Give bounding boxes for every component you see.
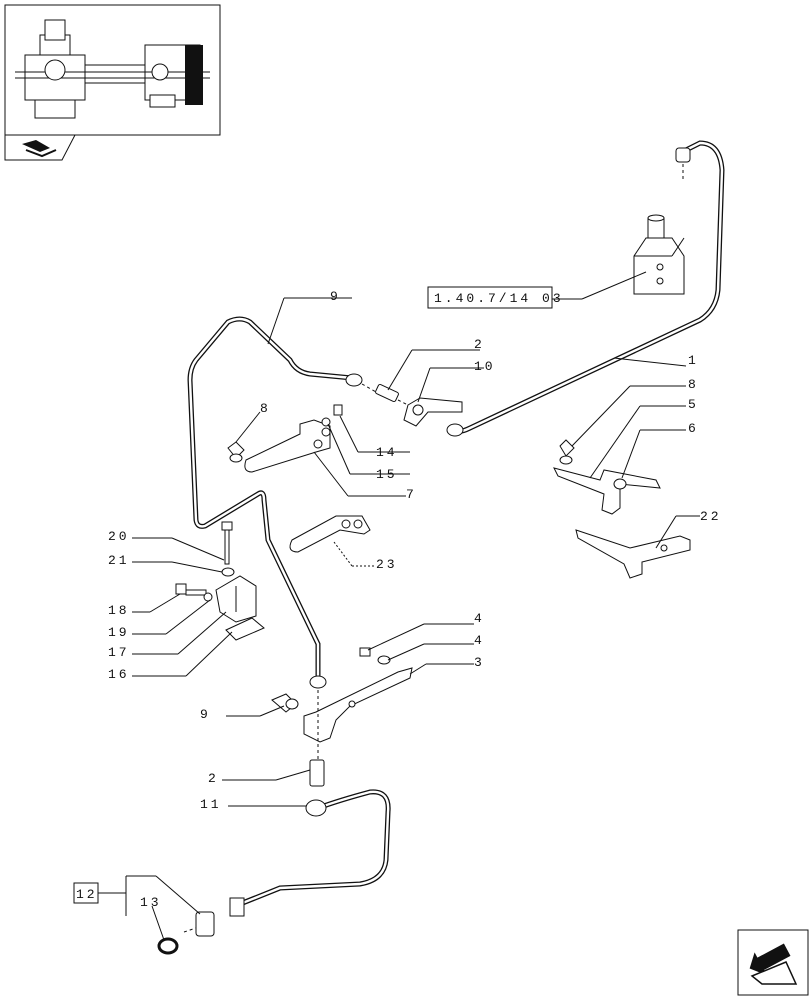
pipe-fitting-upper [345, 373, 411, 407]
callout-7: 6 [688, 421, 699, 436]
pipe-fitting-top [675, 147, 691, 180]
callout-2-upper: 2 [474, 337, 485, 352]
clip-8-left [227, 441, 245, 463]
pipe-end-lower [309, 675, 327, 760]
callout-5: 4 [474, 633, 485, 648]
book-arrow-icon[interactable] [4, 134, 76, 161]
callout-25: 23 [376, 557, 398, 572]
axle-assembly-thumbnail-icon[interactable] [4, 4, 221, 136]
fitting-2-lower [309, 759, 325, 787]
clip-10 [271, 693, 299, 713]
reference-box[interactable]: 1.40.7/14 03 [427, 271, 647, 309]
valve-block [633, 214, 685, 295]
bracket-3 [303, 667, 413, 743]
bolt-4 [359, 647, 371, 657]
callout-17: 15 [376, 467, 398, 482]
callout-21: 19 [108, 625, 130, 640]
next-page-arrow-icon[interactable] [737, 929, 809, 996]
callout-15: 13 [140, 895, 162, 910]
reference-text: 1.40.7/14 03 [434, 291, 564, 306]
clamp-19-18 [215, 575, 265, 641]
callout-24: 22 [700, 509, 722, 524]
bracket-24 [575, 529, 691, 579]
callout-20: 18 [108, 603, 130, 618]
bolt-22 [221, 521, 233, 565]
callout-1: 1 [688, 353, 699, 368]
callout-11: 9 [330, 289, 341, 304]
callout-14-box[interactable]: 12 [73, 882, 99, 904]
callout-4: 4 [474, 611, 485, 626]
callout-19: 17 [108, 645, 130, 660]
washer-23 [221, 567, 235, 577]
callout-2-lower: 2 [208, 771, 219, 786]
callout-23: 21 [108, 553, 130, 568]
callout-16: 14 [376, 445, 398, 460]
bracket-12 [403, 397, 464, 437]
callout-10: 9 [200, 707, 211, 722]
bracket-6 [553, 439, 661, 515]
callout-22: 20 [108, 529, 130, 544]
callout-3: 3 [474, 655, 485, 670]
bracket-9 [244, 404, 343, 473]
brake-pipe-11 [187, 316, 353, 680]
callout-6: 5 [688, 397, 699, 412]
callout-13: 11 [200, 797, 222, 812]
callout-14: 12 [76, 887, 98, 902]
callout-18: 16 [108, 667, 130, 682]
fitting-14 [183, 911, 215, 937]
bolt-20 [175, 583, 213, 602]
callout-8-left: 8 [260, 401, 271, 416]
callout-9: 7 [406, 487, 417, 502]
o-ring-15 [157, 937, 179, 955]
bracket-25 [289, 515, 371, 553]
callout-12: 10 [474, 359, 496, 374]
flexible-hose-13 [229, 789, 391, 917]
callout-8-right: 8 [688, 377, 699, 392]
washer-5 [377, 655, 391, 665]
